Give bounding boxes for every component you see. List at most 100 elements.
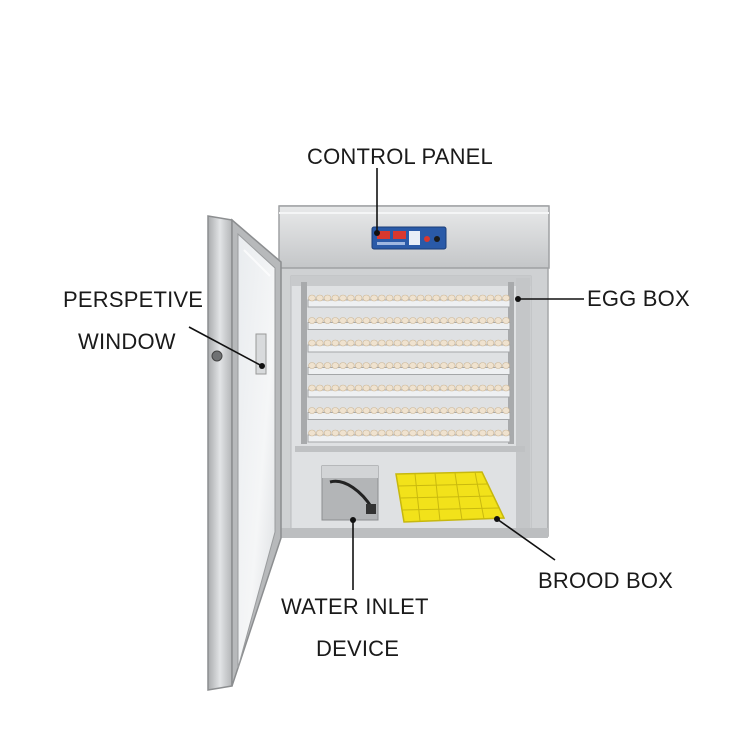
egg bbox=[347, 339, 355, 347]
egg bbox=[339, 384, 347, 392]
egg bbox=[308, 339, 316, 347]
egg bbox=[416, 317, 425, 324]
egg bbox=[486, 317, 495, 324]
egg bbox=[409, 384, 417, 392]
egg bbox=[479, 384, 487, 392]
egg bbox=[331, 294, 339, 302]
egg bbox=[370, 317, 378, 324]
egg bbox=[354, 384, 363, 392]
egg bbox=[479, 339, 487, 347]
egg bbox=[316, 317, 324, 324]
egg bbox=[471, 317, 479, 324]
egg-tray bbox=[307, 389, 511, 398]
egg bbox=[339, 339, 347, 347]
egg bbox=[494, 339, 502, 347]
egg-tray bbox=[307, 412, 511, 420]
egg bbox=[471, 294, 479, 302]
control-panel-device bbox=[371, 226, 447, 250]
egg bbox=[432, 362, 440, 369]
egg bbox=[502, 407, 510, 414]
egg-tray bbox=[307, 299, 511, 308]
egg bbox=[424, 362, 433, 369]
egg bbox=[362, 429, 370, 437]
egg bbox=[323, 339, 332, 347]
egg bbox=[401, 339, 409, 347]
egg-tray bbox=[307, 434, 511, 443]
egg bbox=[362, 384, 370, 392]
egg bbox=[409, 429, 417, 437]
egg bbox=[370, 407, 378, 414]
egg bbox=[502, 362, 510, 369]
egg bbox=[385, 407, 394, 414]
egg bbox=[354, 317, 363, 324]
egg bbox=[432, 294, 440, 302]
egg bbox=[401, 317, 409, 324]
egg bbox=[323, 407, 332, 414]
leader-dots bbox=[259, 230, 521, 523]
egg bbox=[448, 317, 456, 324]
egg bbox=[409, 317, 417, 324]
leader-lines bbox=[188, 168, 584, 590]
egg bbox=[463, 407, 471, 414]
egg bbox=[401, 429, 409, 437]
egg bbox=[502, 429, 510, 437]
egg bbox=[494, 384, 502, 392]
egg bbox=[440, 317, 448, 324]
egg bbox=[385, 384, 394, 392]
egg bbox=[308, 407, 316, 414]
egg bbox=[455, 317, 464, 324]
egg bbox=[354, 407, 363, 414]
egg bbox=[331, 429, 339, 437]
egg bbox=[331, 407, 339, 414]
egg bbox=[370, 294, 378, 302]
egg bbox=[455, 294, 464, 302]
egg bbox=[393, 384, 402, 392]
egg bbox=[463, 362, 471, 369]
egg bbox=[440, 339, 448, 347]
label-perspective-line2: WINDOW bbox=[78, 329, 176, 354]
egg bbox=[362, 317, 370, 324]
egg bbox=[401, 407, 409, 414]
egg bbox=[463, 294, 471, 302]
egg bbox=[378, 317, 386, 324]
egg bbox=[385, 429, 394, 437]
egg bbox=[432, 317, 440, 324]
egg bbox=[339, 317, 347, 324]
label-egg-box: EGG BOX bbox=[587, 286, 690, 311]
egg bbox=[471, 362, 479, 369]
egg bbox=[378, 362, 386, 369]
egg bbox=[502, 317, 510, 324]
egg bbox=[471, 384, 479, 392]
egg bbox=[424, 339, 433, 347]
egg bbox=[494, 407, 502, 414]
egg bbox=[416, 407, 425, 414]
egg bbox=[370, 339, 378, 347]
egg bbox=[378, 407, 386, 414]
egg bbox=[339, 429, 347, 437]
egg bbox=[331, 362, 339, 369]
egg bbox=[316, 384, 324, 392]
egg bbox=[424, 294, 433, 302]
egg bbox=[494, 294, 502, 302]
egg bbox=[339, 362, 347, 369]
egg bbox=[323, 429, 332, 437]
egg bbox=[401, 384, 409, 392]
egg bbox=[362, 362, 370, 369]
egg bbox=[378, 294, 386, 302]
egg bbox=[370, 362, 378, 369]
egg bbox=[354, 429, 363, 437]
egg bbox=[455, 339, 464, 347]
egg bbox=[479, 294, 487, 302]
label-water-inlet-line2: DEVICE bbox=[316, 636, 400, 661]
egg bbox=[378, 384, 386, 392]
egg bbox=[370, 429, 378, 437]
egg bbox=[494, 362, 502, 369]
egg bbox=[308, 317, 316, 324]
label-control-panel: CONTROL PANEL bbox=[307, 144, 493, 169]
egg bbox=[448, 407, 456, 414]
egg bbox=[323, 317, 332, 324]
egg bbox=[440, 429, 448, 437]
egg bbox=[354, 294, 363, 302]
egg bbox=[316, 362, 324, 369]
egg bbox=[479, 317, 487, 324]
